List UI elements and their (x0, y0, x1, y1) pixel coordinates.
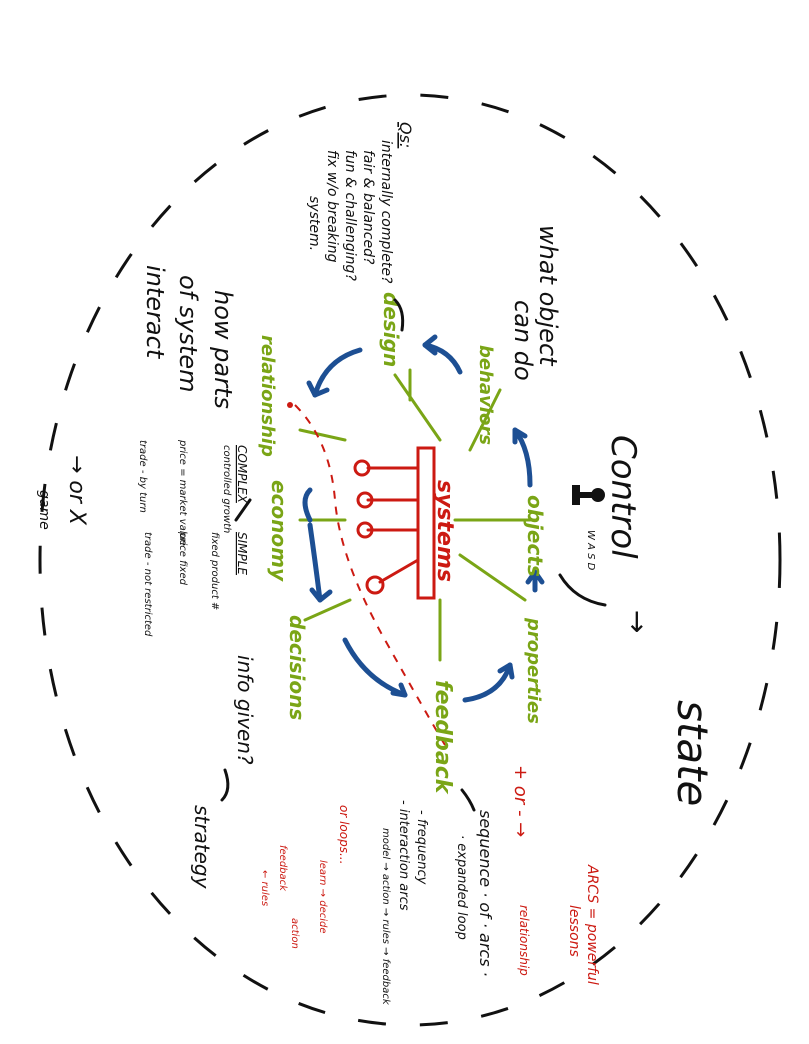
qs-line-2: fair & balanced? (360, 150, 376, 265)
wasd-label: W A S D (585, 530, 596, 571)
red-relationship-label: relationship (517, 905, 531, 976)
arrow-or-x-label: → or X (64, 455, 89, 526)
red-feedback-label: feedback (277, 845, 288, 892)
complex-row-2: price = market value (177, 439, 188, 546)
state-label: state (668, 700, 717, 806)
simple-row-3: trade - not restricted (142, 532, 153, 637)
learn-decide-label: learn → decide (317, 860, 328, 934)
node-economy: economy (267, 480, 291, 582)
complex-row-1: controlled growth (221, 445, 232, 533)
expanded-loop-label: · expanded loop (454, 835, 469, 940)
economy-table: COMPLEX controlled growth price = market… (137, 439, 252, 637)
systems-label: systems (432, 480, 457, 582)
red-notes: + or - → relationship ARCS = powerful le… (259, 765, 600, 985)
node-feedback: feedback (430, 680, 455, 795)
feedback-notes: sequence · of · arcs · · expanded loop -… (380, 800, 495, 1006)
node-properties: properties (523, 617, 544, 724)
arcs-lessons-line1: ARCS = powerful (584, 864, 600, 985)
sequence-label: sequence · of · arcs · (476, 810, 495, 977)
qs-line-1: internally complete? (378, 140, 394, 284)
green-spokes (298, 368, 532, 662)
qs-line-3: fun & challenging? (342, 150, 358, 281)
red-dashed-path (294, 404, 446, 746)
complex-heading: COMPLEX (235, 445, 249, 504)
model-chain-label: model → action → rules → feedback (380, 828, 391, 1006)
what-object-line2: can do (509, 300, 537, 381)
simple-row-2: price fixed (177, 531, 188, 586)
blue-loop-arrows (302, 334, 545, 703)
joystick-icon (572, 485, 605, 505)
what-object-line1: what object (534, 225, 562, 367)
interaction-arcs-label: - interaction arcs (396, 800, 411, 911)
qs-line-5: system. (306, 196, 322, 251)
simple-row-1: fixed product # (209, 532, 220, 610)
complex-row-3: trade - by turn (137, 440, 148, 513)
control-label: Control (603, 435, 643, 559)
qs-block: Qs: internally complete? fair & balanced… (306, 122, 415, 284)
strategy-label: strategy (190, 805, 214, 890)
info-given-label: info given? (233, 655, 257, 765)
action-label: action (289, 918, 300, 949)
how-parts-line3: interact (141, 265, 169, 360)
node-decisions: decisions (285, 615, 309, 720)
qs-heading: Qs: (396, 122, 415, 148)
game-label: game (36, 490, 52, 530)
plus-or-minus-label: + or - → (510, 765, 531, 837)
node-relationship: relationship (257, 335, 278, 457)
outer-dashed-ellipse (38, 93, 782, 1027)
control-state-arrow: → (621, 610, 654, 633)
qs-line-4: fix w/o breaking (324, 150, 340, 263)
simple-heading: SIMPLE (235, 532, 249, 575)
systems-structure (287, 402, 446, 746)
connector-curves (220, 298, 607, 812)
node-behaviors: behaviors (475, 345, 496, 445)
node-objects: objects (523, 495, 547, 577)
how-parts-line1: how parts (209, 290, 237, 409)
black-annotations: Control state what object can do how par… (36, 225, 717, 890)
arcs-lessons-line2: lessons (566, 905, 582, 957)
or-loops-label: or loops... (337, 805, 351, 864)
green-node-labels: objects properties feedback decisions ec… (257, 292, 547, 795)
rules-label: ← rules (259, 870, 270, 906)
how-parts-line2: of system (174, 275, 202, 393)
frequency-label: - frequency (414, 810, 429, 885)
